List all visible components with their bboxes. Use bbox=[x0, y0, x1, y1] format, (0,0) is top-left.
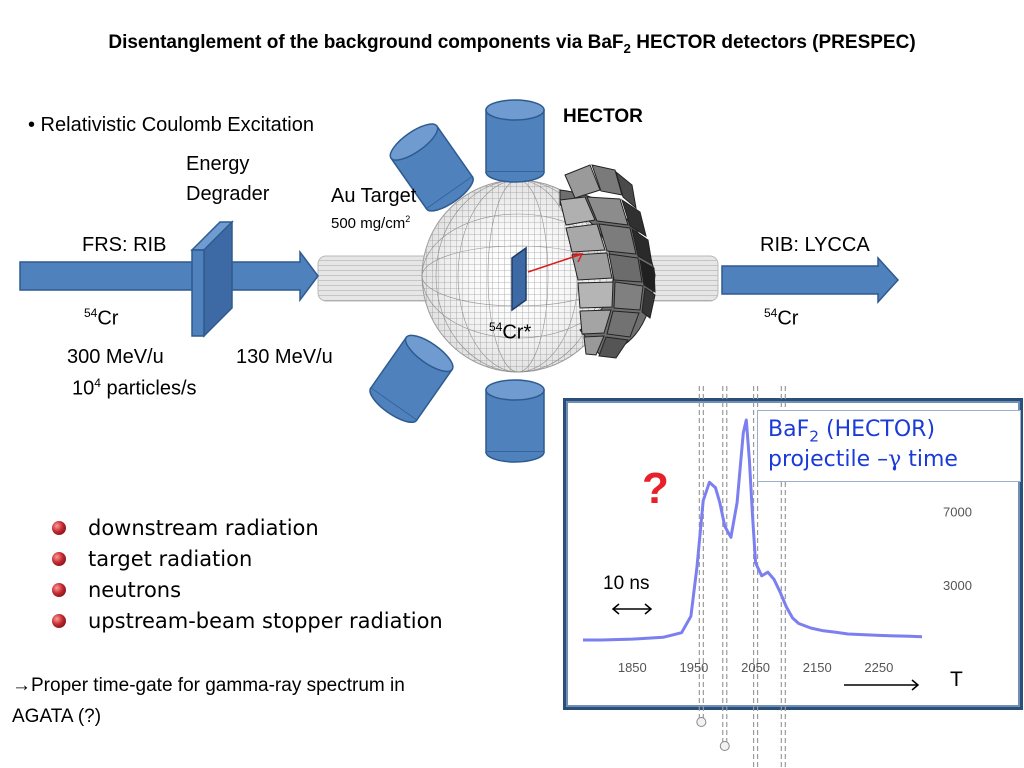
cr54-in-label: 54Cr bbox=[84, 306, 119, 330]
outgoing-beam-arrow bbox=[721, 256, 900, 304]
legend-line-2: projectile –γ time bbox=[768, 447, 958, 472]
list-item: target radiation bbox=[52, 543, 443, 574]
hector-detector-dome bbox=[559, 164, 656, 359]
bullet-ball-icon bbox=[52, 520, 66, 535]
au-target-foil bbox=[511, 246, 527, 312]
detector-cylinder-bottom-left bbox=[369, 334, 454, 423]
x-tick-label: 2250 bbox=[864, 660, 893, 675]
incoming-beam-arrow bbox=[19, 249, 319, 303]
x-tick-label: 1950 bbox=[679, 660, 708, 675]
energy-in-label: 300 MeV/u bbox=[67, 346, 164, 368]
bullet-ball-icon bbox=[52, 613, 66, 628]
gate-handle bbox=[696, 717, 707, 727]
list-item: upstream-beam stopper radiation bbox=[52, 605, 443, 636]
list-item: neutrons bbox=[52, 574, 443, 605]
detector-cylinder-top bbox=[485, 99, 545, 183]
gamma-ray-tip bbox=[572, 253, 584, 263]
x-tick-label: 2150 bbox=[803, 660, 832, 675]
bullet-ball-icon bbox=[52, 582, 66, 597]
cr54-out-label: 54Cr bbox=[764, 306, 799, 330]
rib-lycca-label: RIB: LYCCA bbox=[760, 234, 870, 256]
y-tick-label: 7000 bbox=[943, 505, 972, 520]
list-item: downstream radiation bbox=[52, 512, 443, 543]
x-tick-label: 1850 bbox=[618, 660, 647, 675]
detector-cylinder-bottom bbox=[485, 379, 545, 463]
intro-bullet: • Relativistic Coulomb Excitation bbox=[28, 114, 314, 136]
conclusion-line-1: →Proper time-gate for gamma-ray spectrum… bbox=[12, 675, 405, 696]
target-thickness-label: 500 mg/cm2 bbox=[331, 214, 411, 232]
cr54-excited-label: 54Cr* bbox=[489, 320, 532, 344]
right-arrow-icon: → bbox=[12, 675, 31, 696]
slide-title: Disentanglement of the background compon… bbox=[108, 32, 916, 56]
hector-label: HECTOR bbox=[563, 106, 643, 127]
gamma-ray-line bbox=[527, 253, 583, 273]
bullet-ball-icon bbox=[52, 551, 66, 566]
conclusion-line-2: AGATA (?) bbox=[12, 706, 102, 727]
chart-legend: BaF2 (HECTOR) projectile –γ time bbox=[757, 410, 1021, 482]
particle-rate-label: 104 particles/s bbox=[72, 376, 197, 400]
double-arrow-icon bbox=[611, 603, 653, 615]
au-target-label: Au Target bbox=[331, 185, 417, 207]
width-annotation-label: 10 ns bbox=[603, 573, 650, 594]
x-tick-label: 2050 bbox=[741, 660, 770, 675]
energy-degrader-plate bbox=[190, 220, 234, 338]
energy-mid-label: 130 MeV/u bbox=[236, 346, 333, 368]
background-components-list: downstream radiation target radiation ne… bbox=[52, 512, 443, 636]
question-mark-annotation: ? bbox=[642, 464, 669, 513]
detector-cylinder-top-left bbox=[389, 123, 474, 212]
y-tick-label: 3000 bbox=[943, 578, 972, 593]
time-axis-arrow-icon bbox=[844, 679, 920, 691]
energy-degrader-label-1: Energy bbox=[186, 153, 250, 175]
energy-degrader-label-2: Degrader bbox=[186, 183, 270, 205]
frs-rib-label: FRS: RIB bbox=[82, 234, 167, 256]
timing-curve bbox=[583, 418, 923, 642]
time-axis-label: T bbox=[950, 668, 963, 691]
legend-line-1: BaF2 (HECTOR) bbox=[768, 417, 936, 446]
gate-handle bbox=[719, 741, 730, 751]
